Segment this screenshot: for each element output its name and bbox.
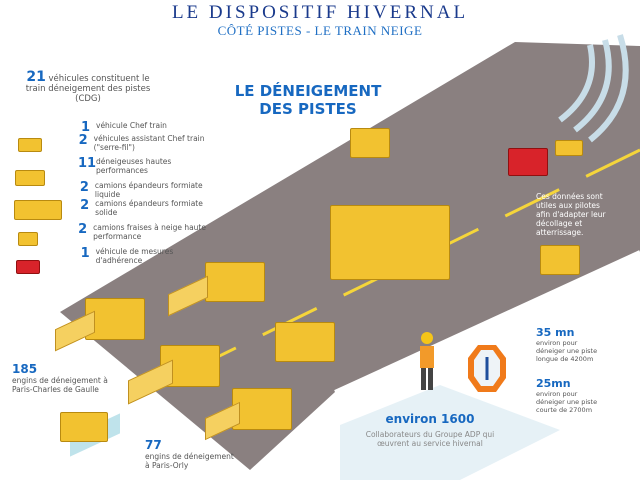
legend-label: véhicule de mesures d'adhérence: [95, 247, 174, 265]
legend-item: 2 camions épandeurs formiate solide: [78, 198, 218, 217]
snow-blower-icon: [18, 232, 38, 246]
spreader-truck: [330, 205, 450, 280]
legend-label: véhicules assistant Chef train ("serre-f…: [93, 134, 205, 152]
spreader-truck-icon: [14, 200, 62, 220]
chef-train-vehicle-icon: [18, 138, 42, 152]
short-runway-time: 25mn: [536, 377, 571, 390]
snow-blower-truck: [350, 128, 390, 158]
staff-area: [340, 385, 560, 480]
long-runway-label: environ pour déneiger une piste longue d…: [536, 339, 598, 363]
legend-item: 1 véhicule de mesures d'adhérence: [78, 246, 218, 265]
snowplow-icon: [15, 170, 45, 186]
legend-label: camions épandeurs formiate solide: [95, 199, 203, 217]
long-runway-stat: 35 mn environ pour déneiger une piste lo…: [536, 326, 636, 363]
staff-label: Collaborateurs du Groupe ADP qui œuvrent…: [365, 430, 495, 448]
cdg-label: engins de déneigement à Paris-Charles de…: [12, 376, 108, 394]
intro-count: 21: [26, 69, 46, 85]
orly-count: 77: [145, 438, 162, 452]
worker-figure: [420, 332, 434, 390]
cdg-stat: 185 engins de déneigement à Paris-Charle…: [12, 362, 162, 394]
legend-count: 11: [78, 156, 97, 171]
legend-item: 2 camions fraises à neige haute performan…: [78, 222, 218, 241]
measure-vehicle-icon: [16, 260, 40, 274]
legend-label: camions fraises à neige haute performanc…: [93, 223, 206, 241]
legend-count: 2: [80, 198, 90, 213]
snowplow: [275, 322, 335, 362]
short-runway-stat: 25mn environ pour déneiger une piste cou…: [536, 377, 636, 414]
measure-trailer: [555, 140, 583, 156]
page-subtitle: CÔTÉ PISTES - LE TRAIN NEIGE: [217, 23, 423, 38]
heading-line-1: LE DÉNEIGEMENT: [234, 82, 382, 100]
legend-count: 2: [78, 222, 88, 237]
snow-blower-truck: [540, 245, 580, 275]
heading-line-2: DES PISTES: [259, 100, 357, 118]
legend-label: déneigeuses hautes performances: [96, 157, 172, 175]
legend-label: véhicule Chef train: [96, 121, 167, 130]
legend-count: 2: [79, 180, 89, 195]
orly-stat: 77 engins de déneigement à Paris-Orly: [145, 438, 245, 470]
runway-edge-line: [334, 250, 640, 394]
snowplow: [232, 388, 292, 430]
stopwatch-icon: [468, 345, 506, 392]
page-title: LE DISPOSITIF HIVERNAL: [171, 2, 469, 23]
signal-waves-icon: [558, 34, 629, 143]
short-runway-label: environ pour déneiger une piste courte d…: [536, 390, 598, 414]
intro-label: véhicules constituent le train déneigeme…: [25, 74, 151, 104]
pilot-note: Ces données sont utiles aux pilotes afin…: [536, 192, 606, 237]
orly-label: engins de déneigement à Paris-Orly: [145, 452, 234, 470]
legend-count: 2: [78, 133, 88, 148]
legend-item: 2 véhicules assistant Chef train ("serre-…: [78, 133, 218, 152]
legend-item: 1 véhicule Chef train: [78, 120, 218, 135]
legend-count: 1: [80, 120, 90, 135]
measure-vehicle: [508, 148, 548, 176]
snowplow: [205, 262, 265, 302]
long-runway-time: 35 mn: [536, 326, 575, 339]
staff-count: environ 1600: [385, 412, 475, 426]
legend-count: 1: [80, 246, 90, 261]
cdg-count: 185: [12, 362, 38, 376]
orly-van: [60, 412, 108, 442]
intro-text: 21 véhicules constituent le train déneig…: [18, 69, 158, 104]
staff-stat: environ 1600 Collaborateurs du Groupe AD…: [350, 412, 510, 448]
legend-label: camions épandeurs formiate liquide: [94, 181, 203, 199]
legend-item: 2 camions épandeurs formiate liquide: [78, 180, 218, 199]
